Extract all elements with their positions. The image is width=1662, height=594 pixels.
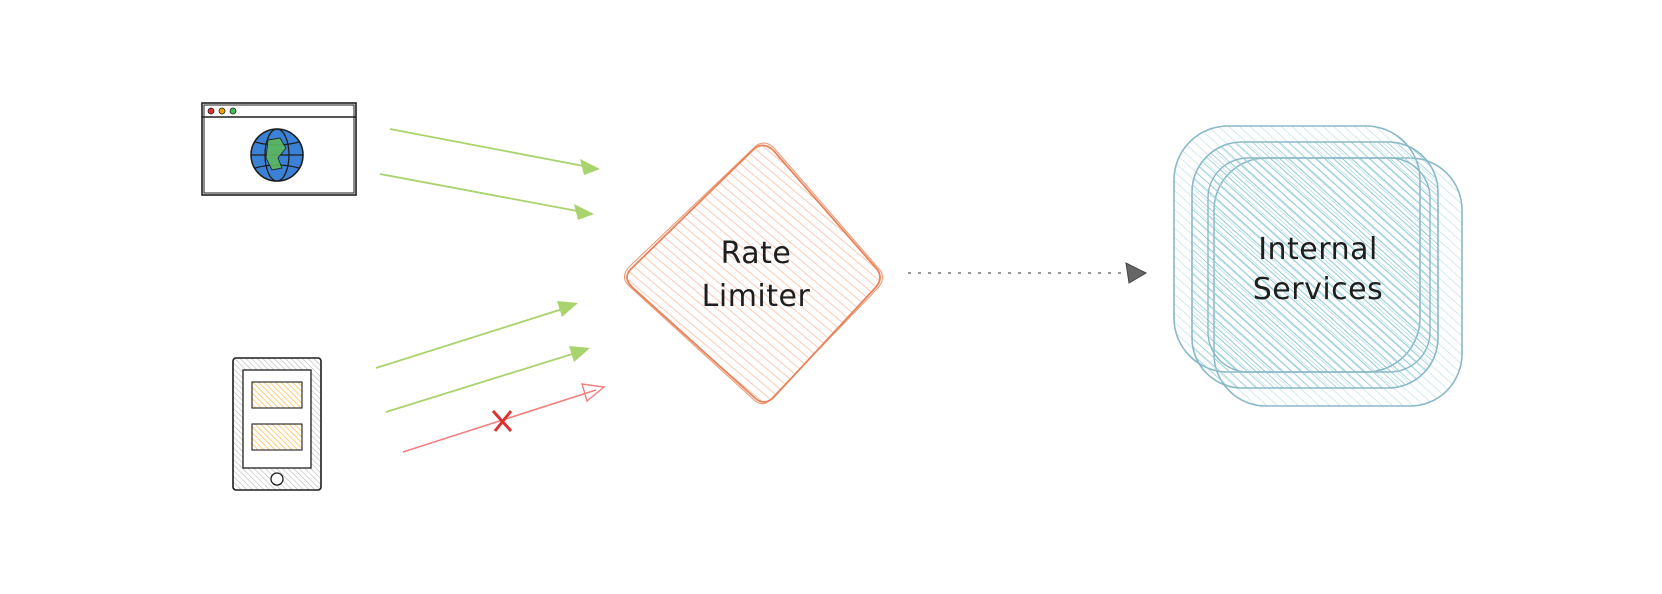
rate-limiter-label-line2: Limiter [702,279,811,314]
allowed-request-arrow-1 [389,128,600,175]
rate-limiter-node: Rate Limiter [623,142,884,405]
allowed-request-arrow-2 [379,173,594,220]
blocked-x-icon [491,409,513,433]
allowed-request-arrow-3 [375,301,578,369]
allowed-request-arrow-4 [385,346,590,413]
blocked-request-arrow [402,383,606,453]
browser-window-globe-icon [201,102,357,196]
rate-limiter-label-line1: Rate [721,236,792,271]
internal-services-label-line1: Internal [1258,232,1378,267]
globe-icon [250,128,304,182]
forward-arrow [908,262,1148,284]
internal-services-label-line2: Services [1253,272,1384,307]
mobile-phone-icon [232,357,322,491]
internal-services-node: Internal Services [1173,125,1463,407]
